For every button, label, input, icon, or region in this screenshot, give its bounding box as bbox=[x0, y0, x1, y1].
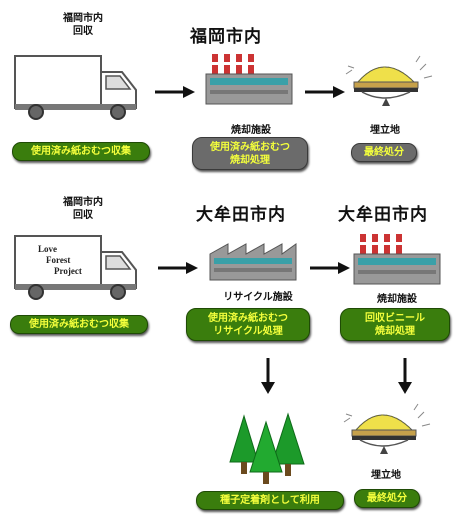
recycle-pill: 使用済み紙おむつ リサイクル処理 bbox=[186, 308, 310, 341]
plant-pill-1-line1: 使用済み紙おむつ bbox=[210, 142, 290, 153]
arrow-down-icon bbox=[261, 358, 275, 394]
recycle-plant-icon bbox=[209, 243, 297, 281]
tree-pill: 種子定着剤として利用 bbox=[196, 491, 344, 510]
recycle-pill-line1: 使用済み紙おむつ bbox=[208, 313, 288, 324]
arrow-right-icon bbox=[158, 262, 198, 274]
truck-logo-text: Love Forest Project bbox=[38, 244, 82, 277]
truck-logo-line2: Forest bbox=[46, 255, 71, 265]
landfill-icon bbox=[343, 403, 431, 454]
row1-city-title: 福岡市内 bbox=[190, 27, 262, 47]
arrow-right-icon bbox=[155, 86, 195, 98]
row2-truck-caption-line1: 福岡市内 bbox=[63, 197, 103, 208]
arrow-down-icon bbox=[398, 358, 412, 394]
collect-label-1: 使用済み紙おむつ収集 bbox=[12, 142, 150, 161]
arrow-right-icon bbox=[310, 262, 350, 274]
landfill-pill-2: 最終処分 bbox=[354, 489, 420, 508]
row1-truck-caption-line1: 福岡市内 bbox=[63, 13, 103, 24]
landfill-pill-1: 最終処分 bbox=[351, 143, 417, 162]
row2-truck-caption: 福岡市内 回収 bbox=[48, 196, 118, 222]
collect-label-2: 使用済み紙おむつ収集 bbox=[10, 315, 148, 334]
incin-pill-2-line1: 回収ビニール bbox=[365, 313, 425, 324]
incinerator-caption-1: 焼却施設 bbox=[231, 125, 271, 136]
incin-pill-2: 回収ビニール 焼却処理 bbox=[340, 308, 450, 341]
plant-pill-1: 使用済み紙おむつ 焼却処理 bbox=[192, 137, 308, 170]
truck-logo-line1: Love bbox=[38, 244, 57, 254]
incinerator-caption-2: 焼却施設 bbox=[377, 294, 417, 305]
arrow-right-icon bbox=[305, 86, 345, 98]
incin-pill-2-line2: 焼却処理 bbox=[375, 326, 415, 337]
recycle-pill-line2: リサイクル処理 bbox=[213, 326, 283, 337]
row2-city-title-left: 大牟田市内 bbox=[196, 205, 286, 225]
incinerator-icon bbox=[353, 234, 441, 285]
row2-city-title-right: 大牟田市内 bbox=[338, 205, 428, 225]
landfill-caption-2: 埋立地 bbox=[371, 470, 401, 481]
landfill-icon bbox=[345, 55, 433, 106]
plant-pill-1-line2: 焼却処理 bbox=[230, 155, 270, 166]
truck-logo-line3: Project bbox=[54, 266, 82, 276]
truck-icon bbox=[14, 235, 137, 300]
row2-truck-caption-line2: 回収 bbox=[73, 210, 93, 221]
row1-truck-caption: 福岡市内 回収 bbox=[48, 12, 118, 38]
incinerator-icon bbox=[205, 54, 293, 105]
trees-icon bbox=[229, 412, 305, 484]
landfill-caption-1: 埋立地 bbox=[370, 125, 400, 136]
truck-icon bbox=[14, 55, 137, 120]
recycle-plant-caption: リサイクル施設 bbox=[223, 292, 293, 303]
row1-truck-caption-line2: 回収 bbox=[73, 26, 93, 37]
